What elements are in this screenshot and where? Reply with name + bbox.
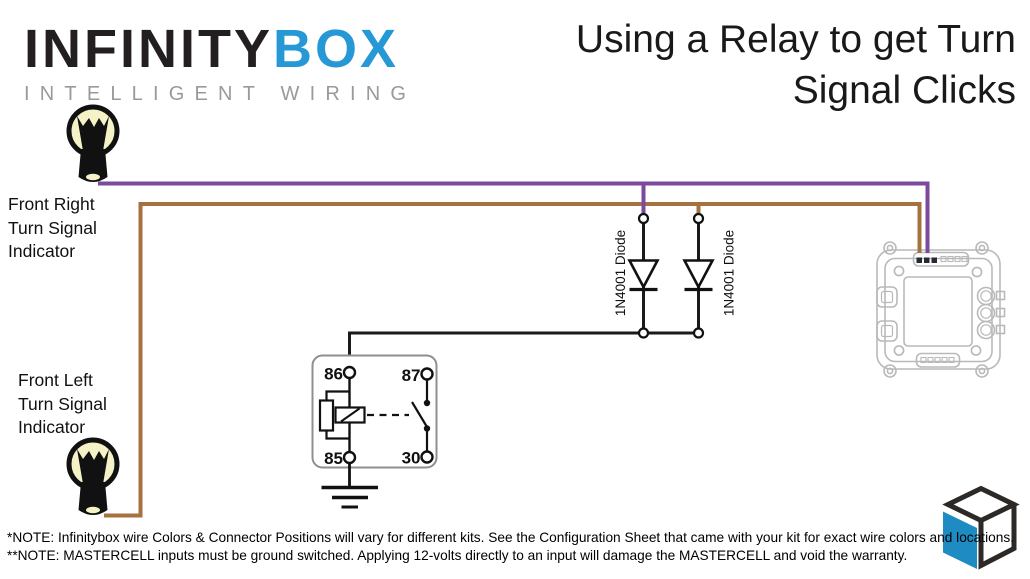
relay-pin-86-label: 86 xyxy=(324,365,343,384)
relay-pin-87-terminal xyxy=(420,367,434,381)
purple-wire xyxy=(98,181,930,253)
front-left-label-line2: Turn Signal xyxy=(18,393,107,414)
black-circuit-wires xyxy=(348,223,700,367)
infinitybox-logo: INFINITYBOX INTELLIGENT WIRING xyxy=(24,22,416,106)
front-right-label-line2: Turn Signal xyxy=(8,217,97,238)
logo-tagline: INTELLIGENT WIRING xyxy=(24,83,417,105)
front-right-label-line3: Indicator xyxy=(8,241,76,261)
note-line-2: **NOTE: MASTERCELL inputs must be ground… xyxy=(7,547,908,563)
title-line-2: Signal Clicks xyxy=(792,69,1016,112)
title-line-1: Using a Relay to get Turn xyxy=(575,18,1016,61)
junction-terminals xyxy=(637,212,705,339)
front-left-indicator-label: Front Left Turn Signal Indicator xyxy=(18,369,107,440)
relay-pin-85-terminal xyxy=(342,450,357,465)
front-right-label-line1: Front Right xyxy=(8,194,95,214)
relay-pin-30-label: 30 xyxy=(402,449,421,468)
relay-symbol: 86 87 85 30 xyxy=(311,354,438,469)
mastercell-input-pins xyxy=(916,257,937,263)
diode-2-label: 1N4001 Diode xyxy=(722,230,737,316)
brown-wire xyxy=(104,202,922,518)
diode-1-symbol xyxy=(627,259,660,292)
cube-logo-icon xyxy=(942,485,1020,570)
front-right-bulb-icon xyxy=(69,107,117,182)
relay-pin-30-terminal xyxy=(420,450,434,464)
ground-symbol xyxy=(321,463,378,509)
diode-1-label: 1N4001 Diode xyxy=(613,230,628,316)
relay-pin-87-label: 87 xyxy=(402,366,421,385)
note-line-1: *NOTE: Infinitybox wire Colors & Connect… xyxy=(7,530,1014,545)
front-right-indicator-label: Front Right Turn Signal Indicator xyxy=(8,193,97,264)
front-left-label-line1: Front Left xyxy=(18,370,93,390)
logo-infinity-text: INFINITY xyxy=(24,19,273,79)
diode-2-symbol xyxy=(682,259,715,292)
page-title: Using a Relay to get Turn Signal Clicks xyxy=(576,14,1016,116)
logo-box-text: BOX xyxy=(273,19,400,79)
front-left-bulb-icon xyxy=(69,440,117,515)
logo-wordmark: INFINITYBOX xyxy=(24,22,416,76)
front-left-label-line3: Indicator xyxy=(18,417,86,437)
relay-pin-85-label: 85 xyxy=(324,449,343,468)
mastercell-device-icon xyxy=(876,241,1006,378)
relay-pin-86-terminal xyxy=(342,365,357,380)
footer-notes: *NOTE: Infinitybox wire Colors & Connect… xyxy=(7,529,1014,564)
